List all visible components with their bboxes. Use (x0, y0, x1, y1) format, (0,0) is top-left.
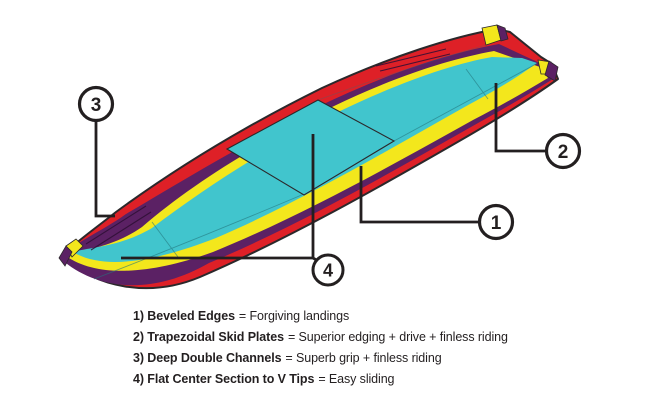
board (58, 24, 559, 290)
deck-seam-line (465, 68, 489, 100)
legend-item: 4) Flat Center Section to V Tips= Easy s… (133, 369, 508, 390)
callout-badge-4: 4 (311, 253, 345, 287)
deck-seam-line (317, 43, 491, 101)
callout-badges: 3 2 1 4 (77, 85, 582, 287)
legend-item-label: 3) Deep Double Channels (133, 351, 282, 365)
legend-item-label: 2) Trapezoidal Skid Plates (133, 330, 284, 344)
deck-seam-line (393, 63, 537, 142)
callout-line-3 (94, 121, 115, 218)
legend-item-desc: = Easy sliding (318, 372, 395, 386)
channel-line (85, 205, 147, 245)
channel-line (90, 211, 152, 251)
nose-cap-purple-top (496, 24, 509, 42)
legend-item-label: 4) Flat Center Section to V Tips (133, 372, 315, 386)
legend-item-desc: = Superior edging + drive + finless ridi… (287, 330, 508, 344)
legend-item-label: 1) Beveled Edges (133, 309, 235, 323)
legend-item-desc: = Forgiving landings (238, 309, 350, 323)
callout-number-3: 3 (91, 95, 102, 116)
channel-line (375, 48, 447, 67)
callout-badge-3: 3 (77, 85, 115, 123)
channel-lines (85, 48, 451, 251)
callout-badge-2: 2 (544, 132, 582, 170)
deck-seam-lines (93, 43, 537, 280)
nose-tip-purple (544, 60, 559, 82)
center-diamond (225, 99, 396, 196)
callout-line-1 (359, 166, 479, 224)
legend-item: 1) Beveled Edges= Forgiving landings (133, 306, 508, 327)
legend-item: 2) Trapezoidal Skid Plates= Superior edg… (133, 327, 508, 348)
channel-line (379, 53, 451, 72)
callout-lines (94, 83, 546, 263)
legend-item-desc: = Superb grip + finless riding (285, 351, 442, 365)
callout-circle-3 (77, 85, 115, 123)
callout-circle-4 (311, 253, 345, 287)
callout-number-4: 4 (323, 261, 333, 281)
legend: 1) Beveled Edges= Forgiving landings 2) … (133, 306, 508, 390)
deck-seam-line (151, 221, 179, 258)
callout-number-1: 1 (491, 213, 502, 234)
callout-line-2 (494, 83, 546, 153)
callout-circle-2 (544, 132, 582, 170)
callout-circle-1 (477, 203, 515, 241)
tail-tip-purple (58, 245, 73, 267)
callout-number-2: 2 (558, 142, 569, 163)
deck-seam-line (93, 193, 305, 280)
legend-item: 3) Deep Double Channels= Superb grip + f… (133, 348, 508, 369)
callout-badge-1: 1 (477, 203, 515, 241)
